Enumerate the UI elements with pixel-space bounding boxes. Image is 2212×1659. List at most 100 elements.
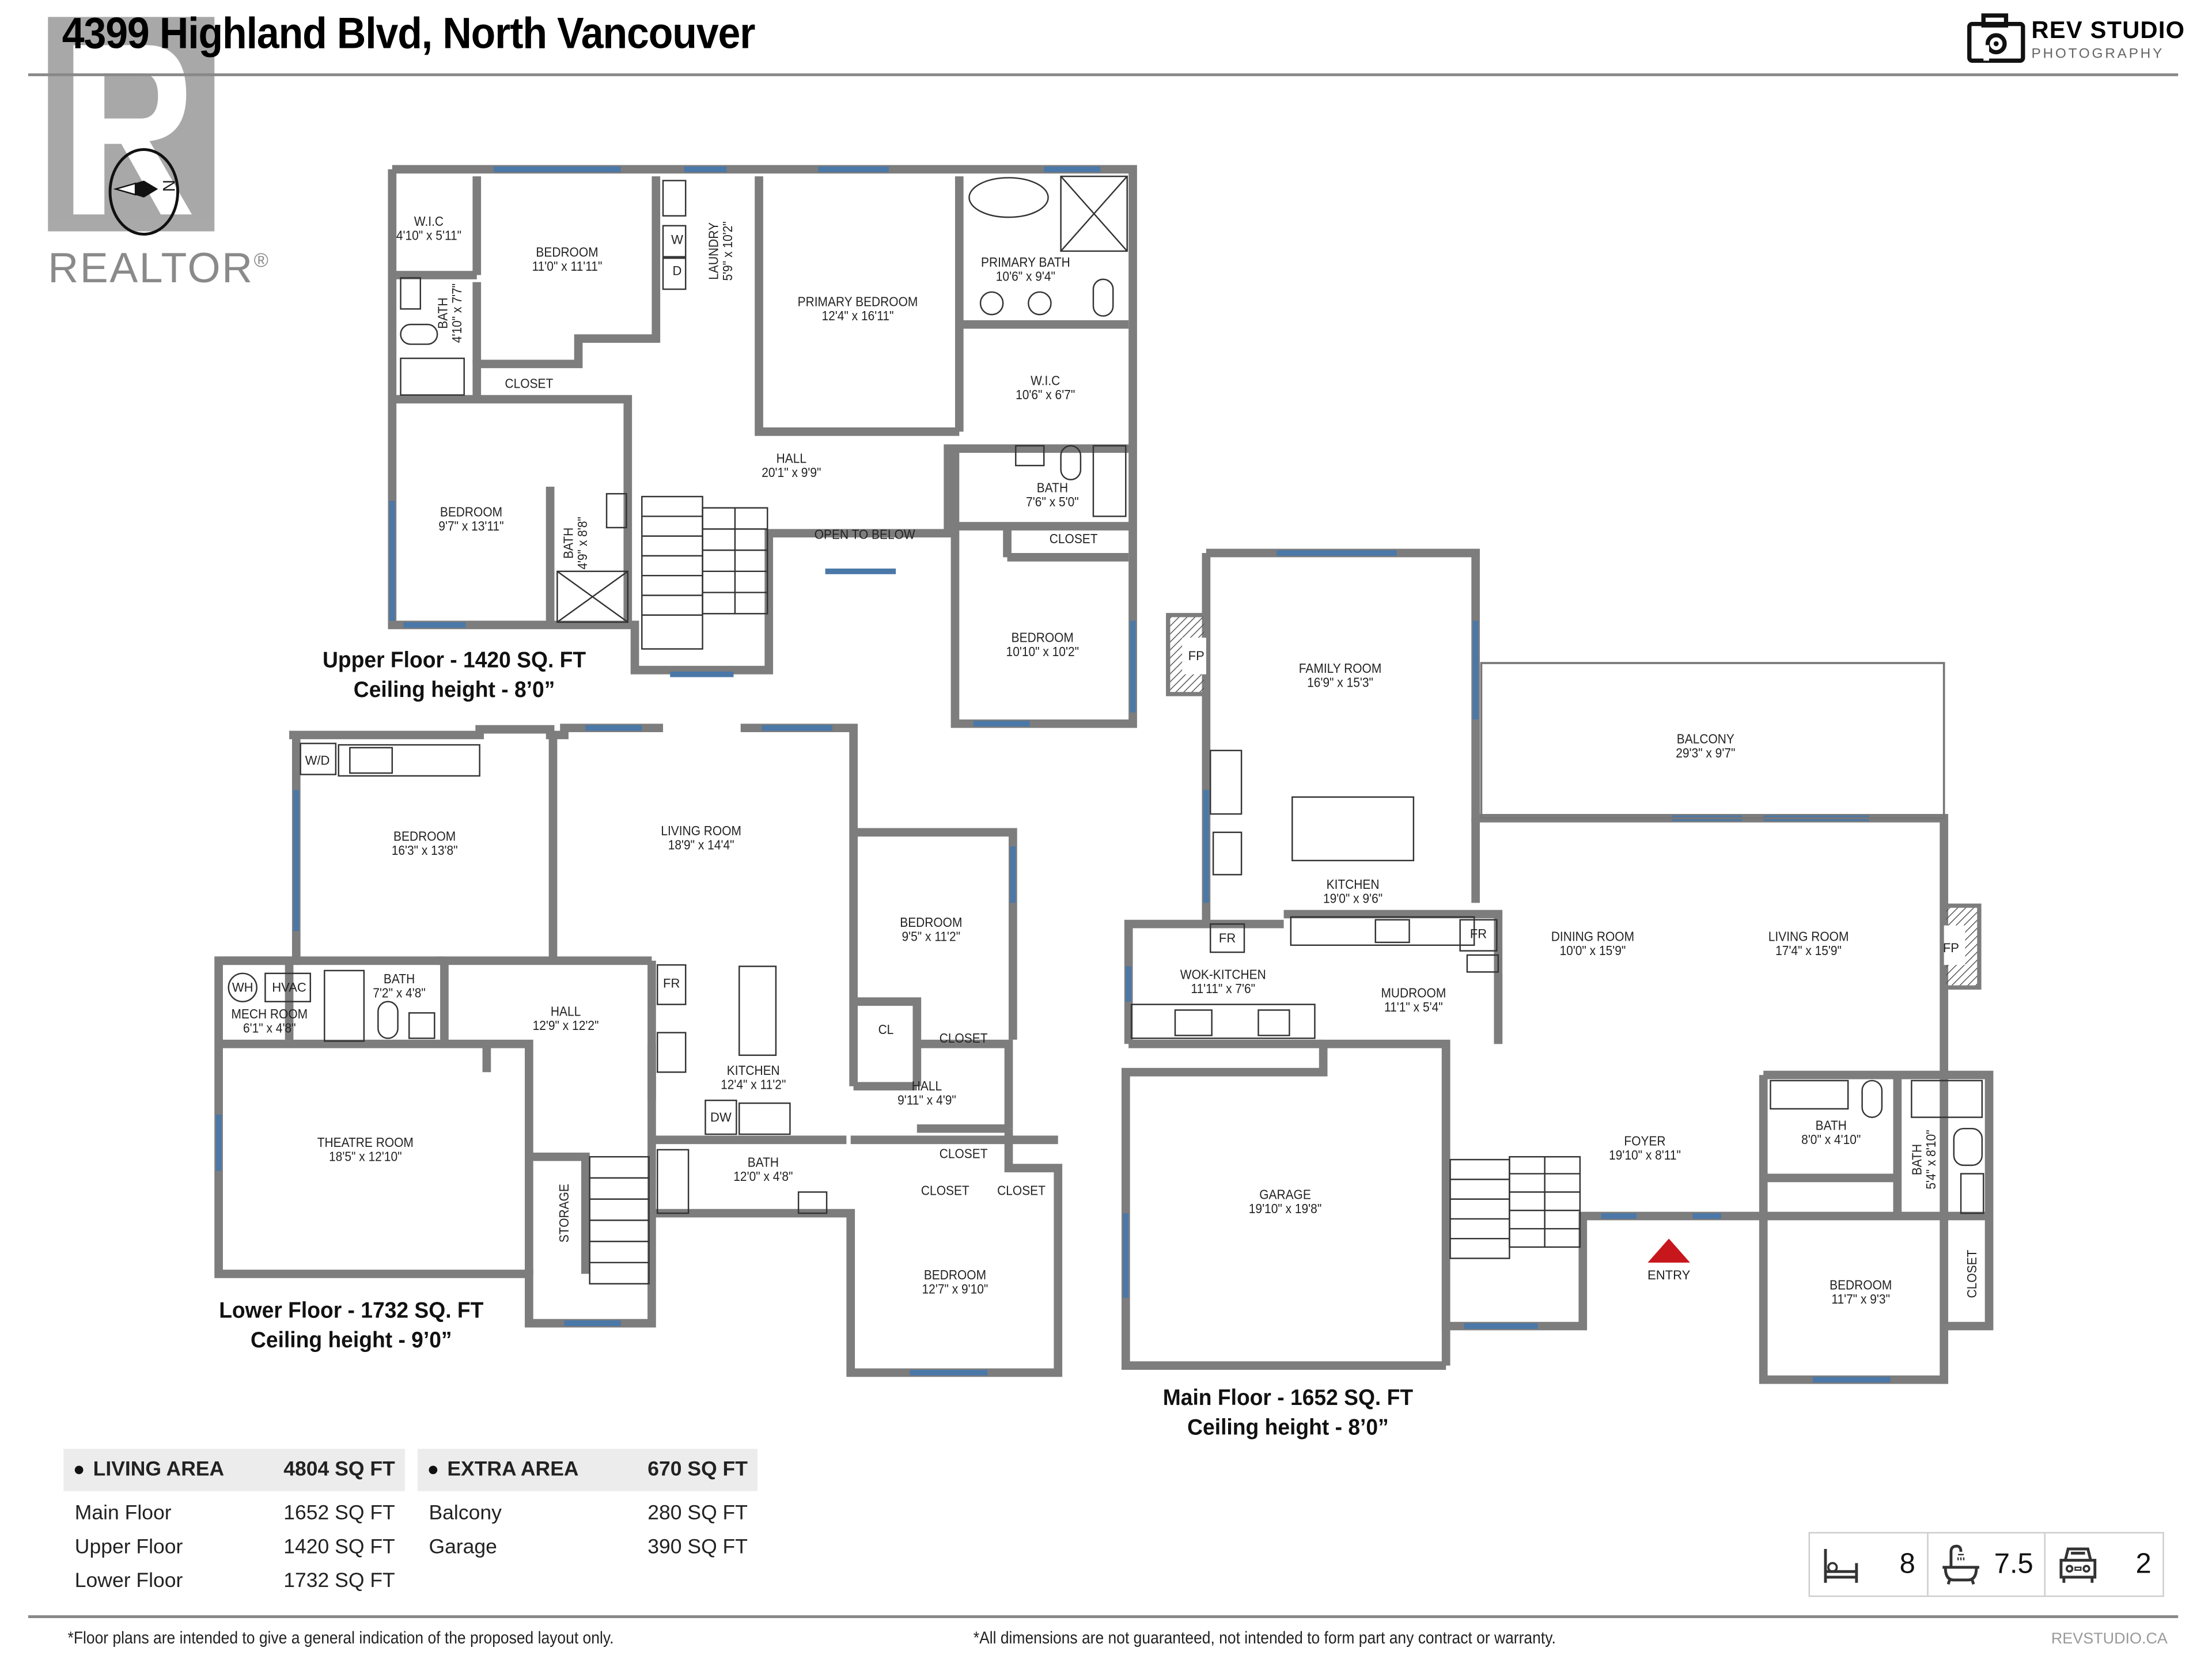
extra-area-header: EXTRA AREA 670 SQ FT	[417, 1449, 758, 1491]
studio-website: REVSTUDIO.CA	[2051, 1631, 2168, 1648]
studio-logo: REV STUDIO PHOTOGRAPHY	[1967, 12, 2184, 72]
car-icon	[2060, 1547, 2097, 1583]
room-label: OPEN TO BELOW	[814, 527, 915, 543]
realtor-wordmark: REALTOR	[48, 245, 254, 292]
realtor-r-mark	[48, 17, 215, 232]
walls	[214, 165, 1994, 1384]
property-stats: 8 7.5 2	[1808, 1532, 2164, 1597]
bed-icon	[1824, 1548, 1858, 1583]
realtor-r-glyph	[73, 45, 192, 215]
washer-label: W	[671, 233, 683, 247]
fireplace-label: FP	[1942, 941, 1960, 955]
bullet-icon	[74, 1465, 84, 1475]
stairs	[589, 495, 1581, 1285]
room-label: CLOSET	[1965, 1249, 1981, 1298]
fridge-label: FR	[1469, 926, 1487, 941]
hvac-label: HVAC	[272, 980, 306, 995]
balcony-outline	[1480, 662, 1945, 820]
fixtures	[228, 175, 1984, 1214]
dishwasher-label: DW	[710, 1110, 732, 1124]
room-label: CLOSET	[939, 1147, 988, 1162]
room-label: CLOSET	[921, 1183, 969, 1199]
fridge-label: FR	[1218, 931, 1236, 945]
studio-name: REV STUDIO	[2031, 17, 2186, 44]
room-label: CLOSET	[939, 1031, 988, 1047]
realtor-logo: N REALTOR®	[48, 17, 268, 292]
fireplace-label: FP	[1188, 649, 1205, 664]
washer-dryer-label: W/D	[305, 753, 330, 768]
stat-parking: 2	[2046, 1533, 2162, 1596]
entry-marker	[1647, 1238, 1690, 1263]
room-label: CLOSET	[1049, 532, 1098, 548]
room-label: CLOSET	[505, 376, 554, 392]
room-label: STORAGE	[557, 1184, 573, 1243]
disclaimer-dimensions: *All dimensions are not guaranteed, not …	[973, 1628, 1556, 1648]
bathtub-icon	[1942, 1544, 1979, 1585]
entry-label: ENTRY	[1647, 1268, 1691, 1283]
windows	[215, 166, 1891, 1383]
svg-text:N: N	[160, 180, 179, 192]
living-area-header: LIVING AREA 4804 SQ FT	[63, 1449, 405, 1491]
bullet-icon	[429, 1465, 438, 1475]
water-heater-label: WH	[232, 980, 253, 995]
camera-icon	[1967, 13, 2025, 63]
footer-divider	[28, 1615, 2179, 1618]
disclaimer-layout: *Floor plans are intended to give a gene…	[67, 1628, 614, 1648]
stat-bedrooms: 8	[1810, 1533, 1928, 1596]
header-divider	[28, 73, 2179, 77]
studio-subtitle: PHOTOGRAPHY	[2031, 46, 2165, 62]
room-label: CL	[878, 1022, 894, 1039]
stat-bathrooms: 7.5	[1928, 1533, 2046, 1596]
fridge-label: FR	[663, 976, 680, 991]
registered-mark: ®	[253, 248, 270, 271]
page-title: 4399 Highland Blvd, North Vancouver	[62, 8, 756, 58]
compass-icon: N	[108, 148, 180, 236]
dryer-label: D	[672, 263, 682, 278]
room-label: CLOSET	[997, 1183, 1046, 1199]
